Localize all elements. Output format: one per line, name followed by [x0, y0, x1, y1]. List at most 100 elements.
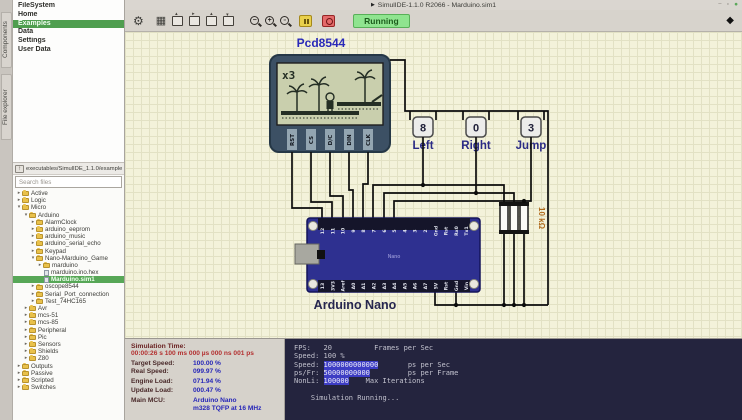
- tree-item[interactable]: ▸Pic: [13, 334, 124, 341]
- chevron-down-icon[interactable]: ▾: [31, 254, 35, 261]
- tree-item[interactable]: ▸ Serial_Port_connection: [13, 291, 124, 298]
- chevron-right-icon[interactable]: ▸: [24, 312, 28, 319]
- tree-item[interactable]: ▸Test_74HC165: [13, 298, 124, 305]
- power-off-button[interactable]: [322, 14, 336, 27]
- zoom-in-icon[interactable]: +: [265, 16, 275, 25]
- place-item-examples[interactable]: Examples: [13, 19, 124, 29]
- tab-file-explorer[interactable]: File explorer: [1, 74, 12, 140]
- tree-item[interactable]: ▸AlarmClock: [13, 219, 124, 226]
- pcd8544-display[interactable]: Pcd8544 x3: [269, 36, 391, 160]
- minimize-button[interactable]: −: [717, 1, 722, 8]
- tree-item[interactable]: ▸Passive: [13, 370, 124, 377]
- panel-toggle-icon[interactable]: ◆: [726, 15, 734, 26]
- tree-item[interactable]: ▸Peripheral: [13, 327, 124, 334]
- mounting-hole: [469, 279, 479, 289]
- resistor[interactable]: [499, 203, 509, 233]
- chevron-right-icon[interactable]: ▸: [17, 384, 21, 391]
- folder-icon: [43, 261, 50, 268]
- open-circuit-icon[interactable]: [189, 11, 201, 26]
- chevron-right-icon[interactable]: ▸: [31, 283, 35, 290]
- tree-item[interactable]: ▾Nano-Marduino_Game: [13, 255, 124, 262]
- tree-item[interactable]: ▸oscope8544: [13, 283, 124, 290]
- zoom-out-icon[interactable]: −: [250, 16, 260, 25]
- push-button-jump[interactable]: 3 Jump: [516, 116, 547, 152]
- tree-item[interactable]: ▸mcs-85: [13, 319, 124, 326]
- tree-item-label: Serial_Port_connection: [45, 290, 109, 298]
- place-item-user-data[interactable]: User Data: [18, 45, 51, 53]
- tree-item[interactable]: ▸Avr: [13, 305, 124, 312]
- chevron-right-icon[interactable]: ▸: [17, 369, 21, 376]
- chevron-right-icon[interactable]: ▸: [31, 247, 35, 254]
- settings-gear-icon[interactable]: ⚙: [133, 13, 144, 28]
- tree-item[interactable]: ▸Switches: [13, 384, 124, 391]
- folder-icon: [29, 305, 36, 312]
- pin-label: 5: [392, 229, 398, 232]
- screenshot-grid-icon[interactable]: ▦: [155, 15, 167, 27]
- tree-item[interactable]: ▸Sensors: [13, 341, 124, 348]
- new-circuit-icon[interactable]: [172, 11, 184, 26]
- place-item-home[interactable]: Home: [18, 10, 38, 18]
- pause-sim-button[interactable]: [299, 14, 313, 27]
- tree-item[interactable]: ▸Logic: [13, 197, 124, 204]
- place-item-settings[interactable]: Settings: [18, 37, 46, 45]
- pullup-resistors[interactable]: 10 kΩ: [499, 202, 546, 305]
- resistor[interactable]: [509, 203, 519, 233]
- chevron-right-icon[interactable]: ▸: [31, 290, 35, 297]
- lcd-pin-tabs: [287, 129, 373, 150]
- tree-item[interactable]: ▸marduino: [13, 262, 124, 269]
- usb-connector: [294, 243, 320, 265]
- folder-icon: [29, 319, 36, 326]
- tree-item[interactable]: ▾ Arduino: [13, 212, 124, 219]
- chevron-right-icon[interactable]: ▸: [24, 340, 28, 347]
- tree-item[interactable]: ▸Keypad: [13, 248, 124, 255]
- tree-item[interactable]: ▸mcs-51: [13, 312, 124, 319]
- tree-item[interactable]: marduino.ino.hex: [13, 269, 124, 276]
- chevron-right-icon[interactable]: ▸: [24, 319, 28, 326]
- chevron-right-icon[interactable]: ▸: [17, 376, 21, 383]
- chevron-right-icon[interactable]: ▸: [24, 326, 28, 333]
- tab-components[interactable]: Components: [1, 12, 12, 68]
- maximize-button[interactable]: ▫: [726, 1, 730, 8]
- zoom-fit-icon[interactable]: ▫: [280, 16, 290, 25]
- chevron-right-icon[interactable]: ▸: [31, 225, 35, 232]
- tree-item[interactable]: ▸Outputs: [13, 363, 124, 370]
- tree-item[interactable]: ▸arduino_serial_echo: [13, 240, 124, 247]
- export-circuit-icon[interactable]: [223, 12, 235, 26]
- place-item-data[interactable]: Data: [18, 28, 34, 36]
- chevron-right-icon[interactable]: ▸: [31, 233, 35, 240]
- close-button[interactable]: ●: [734, 1, 738, 8]
- circuit-canvas[interactable]: Pcd8544 x3: [125, 32, 742, 338]
- chevron-right-icon[interactable]: ▸: [24, 305, 28, 311]
- folder-icon: [29, 333, 36, 340]
- tree-item[interactable]: ▸arduino_eeprom: [13, 226, 124, 233]
- chevron-right-icon[interactable]: ▸: [17, 362, 21, 369]
- tree-item-label: Arduino: [38, 211, 60, 219]
- arduino-nano-board[interactable]: Nano Arduino Nano: [294, 217, 481, 312]
- chevron-right-icon[interactable]: ▸: [38, 261, 42, 268]
- folder-icon: [36, 226, 43, 233]
- chevron-right-icon[interactable]: ▸: [24, 333, 28, 340]
- tree-item[interactable]: ▸Scripted: [13, 377, 124, 384]
- chevron-right-icon[interactable]: ▸: [24, 355, 28, 362]
- tree-item[interactable]: Marduino.sim1: [13, 276, 124, 284]
- chevron-right-icon[interactable]: ▸: [31, 240, 35, 247]
- chevron-right-icon[interactable]: ▸: [17, 190, 21, 196]
- resistor[interactable]: [519, 203, 529, 233]
- search-input[interactable]: [15, 176, 122, 188]
- folder-up-icon[interactable]: ↑: [15, 164, 24, 173]
- chevron-right-icon[interactable]: ▸: [31, 218, 35, 225]
- chevron-down-icon[interactable]: ▾: [24, 211, 28, 218]
- tree-item[interactable]: ▸Active: [13, 190, 124, 197]
- save-circuit-icon[interactable]: [206, 11, 218, 26]
- tree-item[interactable]: ▸arduino_music: [13, 233, 124, 240]
- tree-item[interactable]: ▾Micro: [13, 204, 124, 211]
- tree-item[interactable]: ▸Shields: [13, 348, 124, 355]
- chevron-right-icon[interactable]: ▸: [24, 348, 28, 355]
- chevron-right-icon[interactable]: ▸: [31, 297, 35, 304]
- chevron-down-icon[interactable]: ▾: [17, 204, 21, 211]
- tree-item[interactable]: ▸Z80: [13, 355, 124, 362]
- chevron-right-icon[interactable]: ▸: [17, 197, 21, 204]
- place-item-filesystem[interactable]: FileSystem: [18, 2, 55, 9]
